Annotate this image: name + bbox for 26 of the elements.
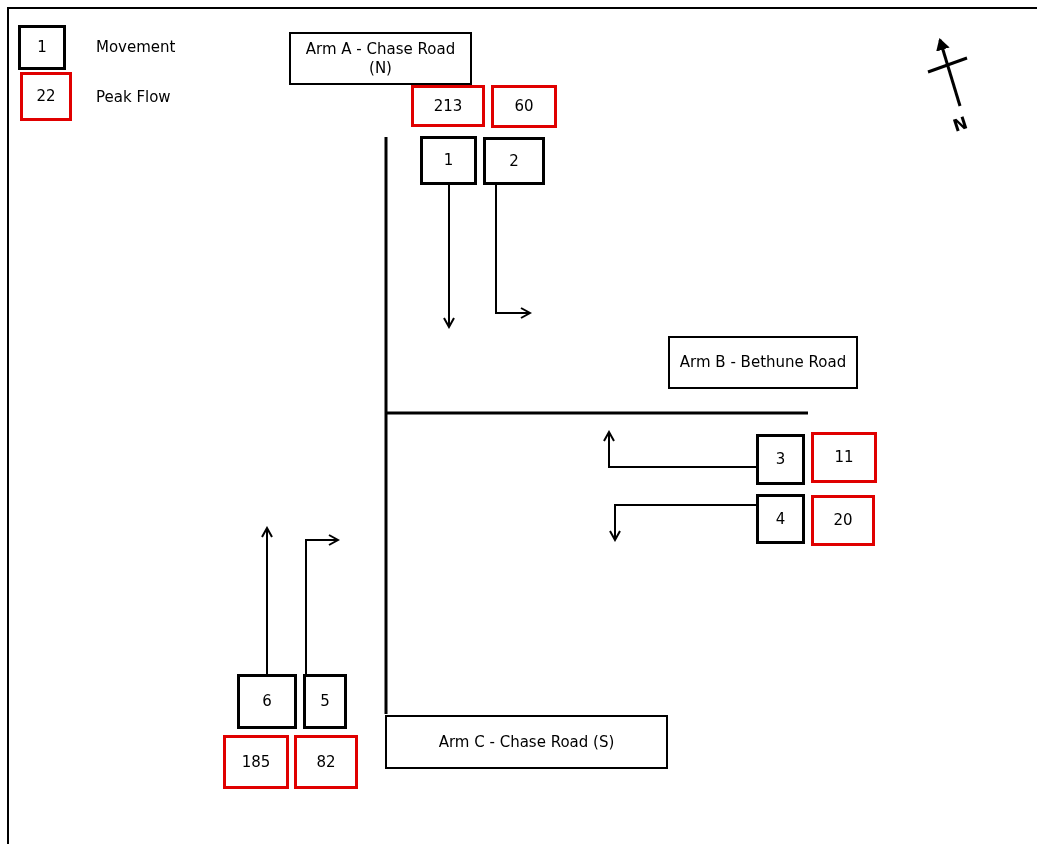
- peak-flow-box: 82: [294, 735, 358, 789]
- peak-flow-box: 20: [811, 495, 875, 546]
- north-label: N: [950, 112, 970, 136]
- movement-number-box: 4: [756, 494, 805, 544]
- peak-flow-box: 11: [811, 432, 877, 483]
- movement-number-box: 5: [303, 674, 347, 729]
- legend-sample: 1: [18, 25, 66, 70]
- movement-number-box: 6: [237, 674, 297, 729]
- movement-arrow: [443, 184, 455, 328]
- movement-number-box: 1: [420, 136, 477, 185]
- movement-arrow: [603, 431, 757, 468]
- peak-flow-box: 60: [491, 85, 557, 128]
- movement-number-box: 2: [483, 137, 545, 185]
- movement-arrow: [495, 184, 531, 319]
- arm-name-box: Arm A - Chase Road (N): [289, 32, 472, 85]
- legend-text: Movement: [96, 38, 176, 56]
- arm-name-box: Arm C - Chase Road (S): [385, 715, 668, 769]
- movement-arrow: [261, 527, 273, 675]
- peak-flow-box: 213: [411, 85, 485, 127]
- legend-sample: 22: [20, 72, 72, 121]
- movement-number-box: 3: [756, 434, 805, 485]
- movement-arrow: [609, 504, 757, 541]
- movement-arrow: [305, 534, 339, 675]
- legend-text: Peak Flow: [96, 88, 171, 106]
- arm-name-box: Arm B - Bethune Road: [668, 336, 858, 389]
- peak-flow-box: 185: [223, 735, 289, 789]
